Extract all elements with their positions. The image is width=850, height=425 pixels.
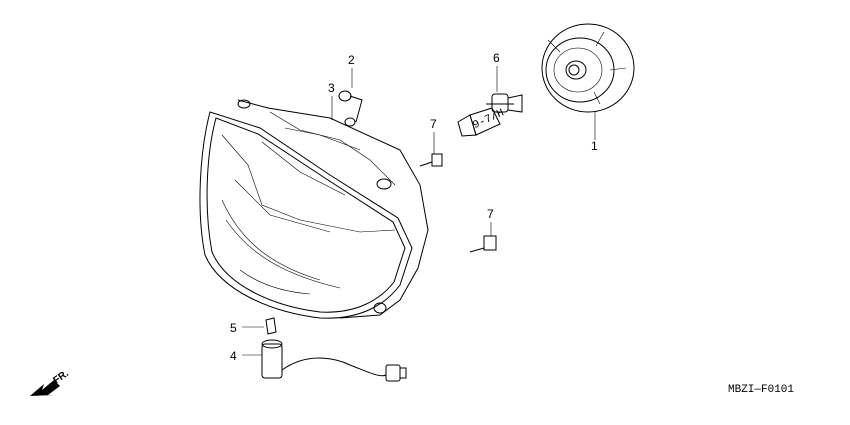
socket-harness-part <box>261 339 407 382</box>
headlight-assembly <box>199 99 429 319</box>
callout-7-upper: 7 <box>430 117 437 131</box>
callout-1: 1 <box>591 139 598 153</box>
dust-cover-part <box>541 23 635 113</box>
callout-3: 3 <box>328 81 335 95</box>
screw-upper <box>419 153 443 167</box>
screw-lower <box>469 235 497 253</box>
bracket-part <box>338 90 363 127</box>
diagram-code: MBZI—F0101 <box>728 384 794 396</box>
bulb-part: 9-7/H <box>457 93 523 137</box>
callout-5: 5 <box>230 321 237 335</box>
callout-6: 6 <box>493 51 500 65</box>
bulb-marking: 9-7/H <box>471 107 506 132</box>
leader-lines <box>242 66 596 356</box>
callout-4: 4 <box>230 349 237 363</box>
front-direction-arrow-icon <box>30 380 60 396</box>
callout-7-lower: 7 <box>487 207 494 221</box>
callout-2: 2 <box>348 53 355 67</box>
clip-part <box>265 317 277 335</box>
